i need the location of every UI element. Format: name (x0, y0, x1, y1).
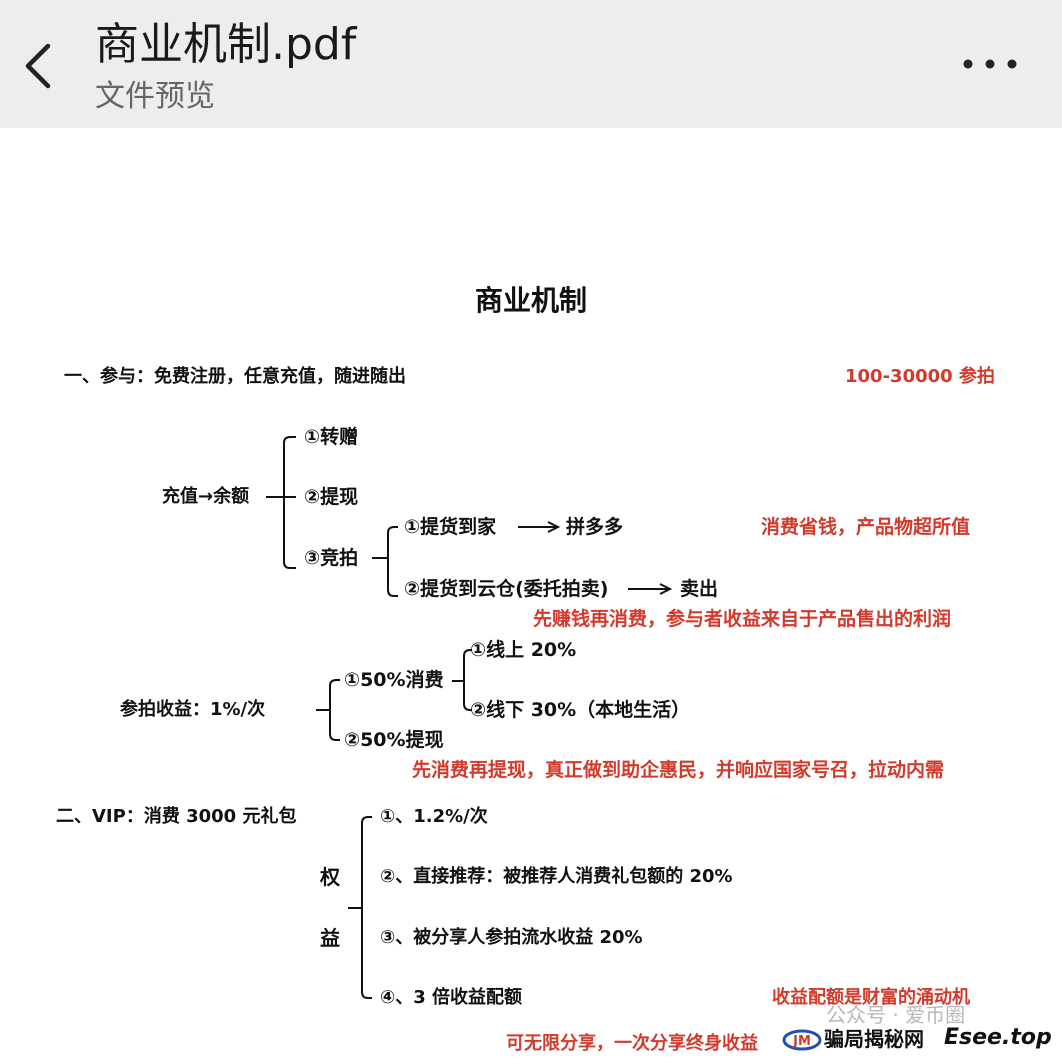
consume-online: ①线上 20% (470, 639, 577, 661)
more-options-icon[interactable] (958, 52, 1022, 76)
option-transfer: ①转赠 (304, 426, 359, 448)
auction-delivery-home: ①提货到家 (404, 516, 497, 538)
vip-right-1: ①、1.2%/次 (380, 806, 488, 827)
file-title: 商业机制.pdf (95, 19, 357, 70)
document-heading: 商业机制 (474, 284, 587, 317)
section1-note: 100-30000 参拍 (845, 366, 995, 387)
share-note: 可无限分享，一次分享终身收益 (506, 1033, 758, 1054)
site-name-watermark: 骗局揭秘网 (824, 1027, 924, 1051)
vip-right-2: ②、直接推荐：被推荐人消费礼包额的 20% (380, 866, 733, 887)
consume-offline: ②线下 30%（本地生活） (470, 699, 691, 721)
file-subtitle: 文件预览 (95, 79, 215, 114)
option-withdraw: ②提现 (304, 486, 359, 508)
chevron-left-icon[interactable] (20, 40, 60, 92)
income-consume: ①50%消费 (344, 669, 444, 691)
auction-delivery-cloud: ②提货到云仓(委托拍卖) (404, 578, 609, 600)
vip-right-4: ④、3 倍收益配额 (380, 987, 523, 1008)
auction-note-2: 先赚钱再消费，参与者收益来自于产品售出的利润 (533, 608, 952, 630)
income-note: 先消费再提现，真正做到助企惠民，并响应国家号召，拉动内需 (412, 759, 945, 781)
site-logo-icon: JM (782, 1029, 822, 1051)
section1-title: 一、参与：免费注册，任意充值，随进随出 (64, 366, 406, 387)
channel-watermark: 公众号 · 爱币圈 (826, 1003, 966, 1027)
site-url-watermark: Esee.top (944, 1025, 1052, 1050)
section2-note: 收益配额是财富的涌动机 (772, 987, 970, 1008)
auction-note-1: 消费省钱，产品物超所值 (761, 516, 971, 538)
sell-target: 卖出 (680, 578, 719, 600)
income-withdraw: ②50%提现 (344, 729, 444, 751)
svg-text:JM: JM (792, 1034, 811, 1049)
pinduoduo-target: 拼多多 (566, 516, 624, 538)
rights-label-char2: 益 (320, 926, 340, 950)
file-preview-header: 商业机制.pdf 文件预览 (0, 0, 1062, 128)
auction-income-label: 参拍收益：1%/次 (120, 699, 266, 720)
section2-title: 二、VIP：消费 3000 元礼包 (56, 806, 297, 827)
vip-right-3: ③、被分享人参拍流水收益 20% (380, 927, 643, 948)
rights-label-char1: 权 (320, 865, 340, 889)
option-auction: ③竞拍 (304, 547, 359, 569)
recharge-balance-node: 充值→余额 (162, 486, 250, 507)
